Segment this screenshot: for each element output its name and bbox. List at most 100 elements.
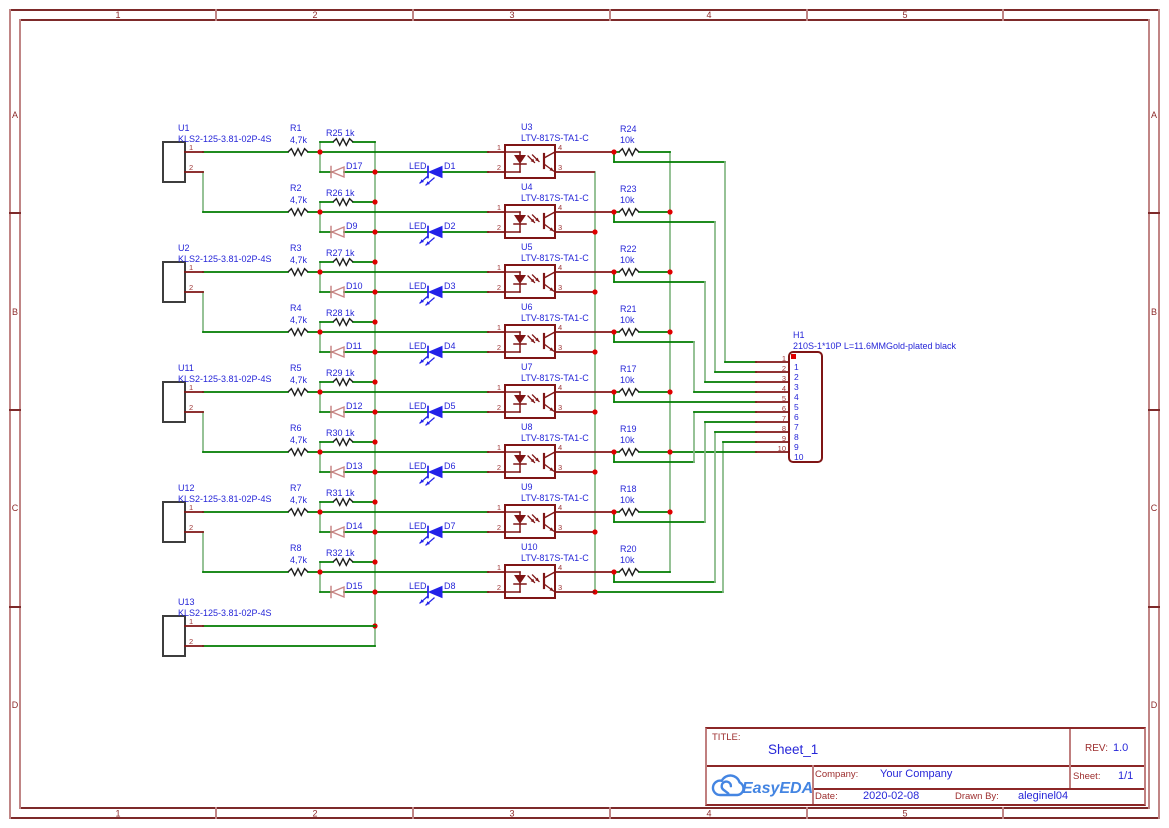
resistor-R29[interactable]: R29 1k: [326, 368, 355, 387]
resistor-R30[interactable]: R30 1k: [326, 428, 355, 447]
arrow-head: [535, 277, 539, 282]
company-label: Company:: [815, 769, 859, 780]
wire[interactable]: [307, 321, 757, 393]
resistor-R3[interactable]: R34,7k: [287, 243, 309, 277]
value: 10k: [620, 195, 635, 205]
wire[interactable]: [202, 625, 376, 647]
designator: U2: [178, 243, 190, 253]
frame-column-label: 4: [706, 809, 711, 819]
wire[interactable]: [307, 381, 757, 413]
diode-D12[interactable]: D12: [330, 401, 363, 419]
designator: R27 1k: [326, 248, 355, 258]
arrow-head: [530, 518, 535, 523]
resistor-R27[interactable]: R27 1k: [326, 248, 355, 267]
resistor-R5[interactable]: R54,7k: [287, 363, 309, 397]
pin-number: 2: [189, 403, 193, 412]
wire[interactable]: [202, 271, 289, 333]
wire[interactable]: [307, 421, 757, 533]
wire[interactable]: [202, 511, 289, 573]
led-symbol: [427, 165, 443, 179]
resistor-R2[interactable]: R24,7k: [287, 183, 309, 217]
resistor-R26[interactable]: R26 1k: [326, 188, 355, 207]
diode-D11[interactable]: D11: [330, 341, 362, 359]
connector-body: [162, 501, 186, 543]
pin-number: 2: [497, 403, 501, 412]
junction-dot: [372, 259, 378, 265]
resistor-R8[interactable]: R84,7k: [287, 543, 309, 577]
arrow-head: [535, 397, 539, 402]
designator: D6: [444, 461, 456, 471]
diode-D10[interactable]: D10: [330, 281, 363, 299]
resistor-R7[interactable]: R74,7k: [287, 483, 309, 517]
wire[interactable]: [307, 431, 757, 593]
diode-D17[interactable]: D17: [330, 161, 363, 179]
resistor-R1[interactable]: R14,7k: [287, 123, 309, 157]
diode-D15[interactable]: D15: [330, 581, 363, 599]
diode-D9[interactable]: D9: [330, 221, 358, 239]
wire[interactable]: [307, 411, 757, 473]
junction-dot: [317, 269, 323, 275]
junction-dot: [611, 269, 617, 275]
designator: D4: [444, 341, 456, 351]
resistor-R32[interactable]: R32 1k: [326, 548, 355, 567]
arrow-head: [535, 457, 539, 462]
resistor-R31[interactable]: R31 1k: [326, 488, 355, 507]
wire[interactable]: [307, 261, 757, 383]
wire[interactable]: [202, 391, 289, 453]
diode-D14[interactable]: D14: [330, 521, 363, 539]
pin-number: 3: [558, 223, 562, 232]
part-number: KLS2-125-3.81-02P-4S: [178, 494, 272, 504]
title-label: TITLE:: [712, 732, 741, 743]
frame-column-label: 2: [312, 10, 317, 20]
resistor-symbol: [618, 447, 640, 457]
arrow-head: [426, 181, 430, 185]
junction-dot: [611, 149, 617, 155]
resistor-R28[interactable]: R28 1k: [326, 308, 355, 327]
pin-number: 2: [189, 163, 193, 172]
led-symbol: [427, 585, 443, 599]
opto-body: [504, 444, 556, 479]
led-symbol: [427, 225, 443, 239]
resistor-R4[interactable]: R44,7k: [287, 303, 309, 337]
resistor-R25[interactable]: R25 1k: [326, 128, 355, 147]
resistor-R6[interactable]: R64,7k: [287, 423, 309, 457]
rails[interactable]: [372, 141, 757, 647]
opto-led-symbol: [514, 515, 526, 524]
header-body: [788, 351, 823, 463]
diode-D13[interactable]: D13: [330, 461, 363, 479]
part-number: KLS2-125-3.81-02P-4S: [178, 134, 272, 144]
wire[interactable]: [202, 151, 289, 213]
